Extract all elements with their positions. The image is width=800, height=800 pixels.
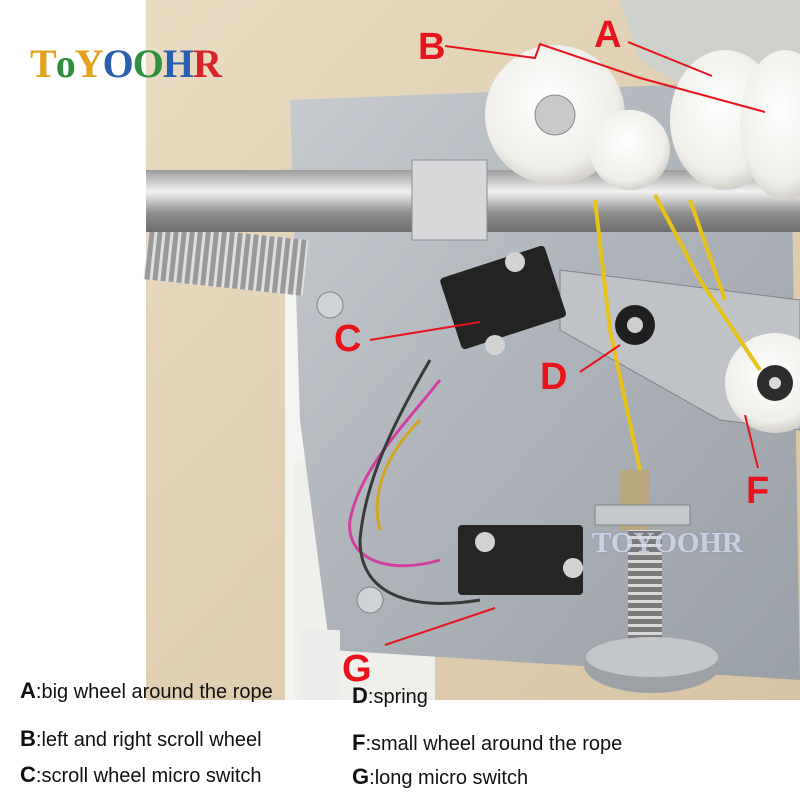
brand-watermark: TOYOOHR xyxy=(592,527,743,559)
legend-sep: : xyxy=(367,686,374,708)
legend-item-d: D:spring xyxy=(352,683,428,708)
callout-c: C xyxy=(334,318,362,360)
logo-letter: o xyxy=(55,41,76,86)
logo-letter: T xyxy=(30,41,57,86)
legend-sep: : xyxy=(35,765,42,787)
leader-lines xyxy=(369,41,766,646)
logo-letter: H xyxy=(162,41,194,86)
callout-b: B xyxy=(418,26,446,68)
legend-text: spring xyxy=(373,686,428,708)
legend-key: A xyxy=(20,678,36,703)
callout-a: A xyxy=(594,14,622,56)
legend-text: scroll wheel micro switch xyxy=(41,765,262,787)
logo-letter: R xyxy=(192,41,222,86)
legend-key: B xyxy=(20,726,36,751)
legend-sep: : xyxy=(35,681,42,703)
legend-key: D xyxy=(352,683,368,708)
logo-letter: Y xyxy=(74,41,104,86)
brand-logo: ToYOOHR xyxy=(30,41,222,86)
legend-key: F xyxy=(352,730,366,755)
legend-item-b: B:left and right scroll wheel xyxy=(20,726,262,751)
legend-text: small wheel around the rope xyxy=(371,733,623,755)
legend-sep: : xyxy=(369,767,375,789)
logo-letter: O xyxy=(132,41,164,86)
logo-letter: O xyxy=(102,41,134,86)
legend-text: left and right scroll wheel xyxy=(41,729,262,751)
callout-f: F xyxy=(746,470,770,512)
legend-item-a: A:big wheel around the rope xyxy=(20,678,273,703)
legend-text: long micro switch xyxy=(374,767,529,789)
legend-item-f: F:small wheel around the rope xyxy=(352,730,623,755)
legend-item-g: G:long micro switch xyxy=(352,764,529,789)
legend-sep: : xyxy=(365,733,372,755)
legend-key: C xyxy=(20,762,36,787)
callout-g: G xyxy=(342,648,372,690)
legend-text: big wheel around the rope xyxy=(41,681,273,703)
legend-item-c: C:scroll wheel micro switch xyxy=(20,762,262,787)
legend-sep: : xyxy=(35,729,42,751)
callout-d: D xyxy=(540,356,568,398)
legend-key: G xyxy=(352,764,370,789)
